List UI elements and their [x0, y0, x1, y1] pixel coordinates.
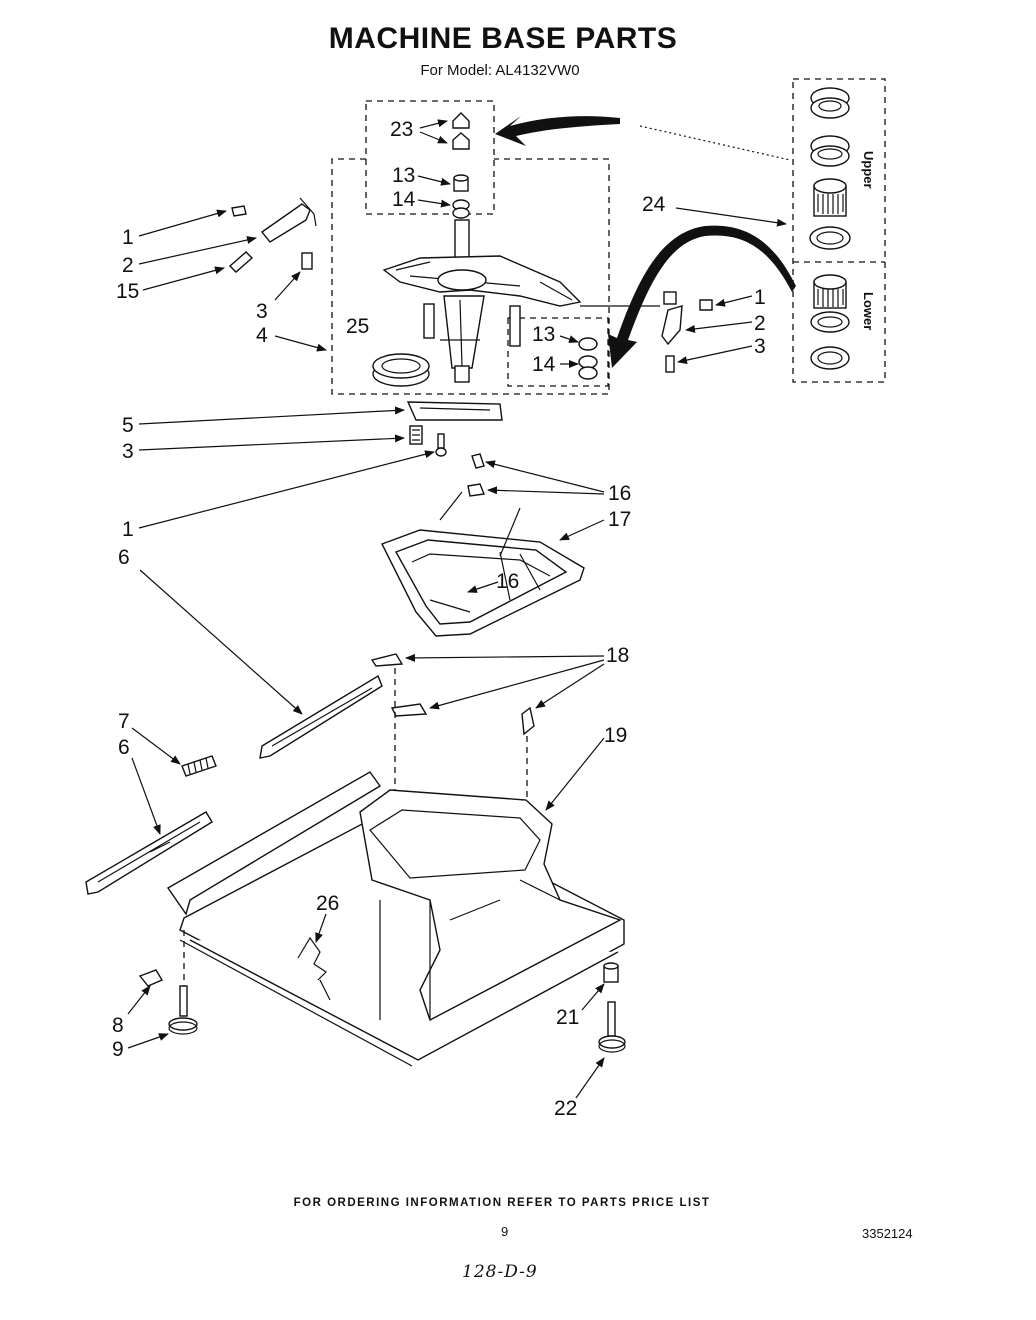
- callout-22: 22: [554, 1097, 577, 1120]
- seal-kit-box: [365, 100, 495, 215]
- callout-3-mid: 3: [122, 440, 134, 463]
- callout-21: 21: [556, 1006, 579, 1029]
- bearing-upper-label: Upper: [861, 151, 876, 189]
- suspension-frame-17: [381, 491, 585, 637]
- callout-18: 18: [606, 644, 629, 667]
- handwritten-annotation: 128-D-9: [462, 1262, 538, 1282]
- brackets-18: [370, 653, 535, 800]
- callout-2-right: 2: [754, 312, 766, 335]
- callout-14-lower: 14: [532, 353, 556, 376]
- callout-8: 8: [112, 1014, 124, 1037]
- model-subtitle: For Model: AL4132VW0: [420, 62, 580, 79]
- seal-ring-25: [372, 353, 430, 387]
- callout-6-upper: 6: [118, 546, 130, 569]
- callout-13-lower: 13: [532, 323, 555, 346]
- bearing-kit-leader: [639, 125, 791, 161]
- callout-7: 7: [118, 710, 130, 733]
- rails-6: [85, 674, 383, 895]
- callout-26: 26: [316, 892, 339, 915]
- callout-16-upper: 16: [608, 482, 631, 505]
- callout-17: 17: [608, 508, 631, 531]
- seal-parts: [452, 112, 470, 219]
- callout-19: 19: [604, 724, 627, 747]
- curved-arrow-lower: [608, 225, 796, 368]
- curved-arrow-upper: [495, 116, 620, 146]
- inner-seal-box: [507, 317, 609, 387]
- callout-4: 4: [256, 324, 268, 347]
- support-bracket-5: [406, 401, 503, 457]
- leveling-feet: [138, 962, 626, 1053]
- callout-1-mid: 1: [122, 518, 134, 541]
- transmission-group-box: [331, 158, 610, 395]
- bearing-rings: [809, 87, 851, 370]
- callout-16-lower: 16: [496, 570, 519, 593]
- left-clip-hardware: [228, 197, 317, 273]
- callout-24: 24: [642, 193, 666, 216]
- callout-14-upper: 14: [392, 188, 416, 211]
- callout-2-left: 2: [122, 254, 134, 277]
- page-title: MACHINE BASE PARTS: [328, 22, 678, 55]
- transmission-assembly: [382, 219, 582, 383]
- right-clip-hardware: [580, 291, 713, 373]
- callout-25: 25: [346, 315, 369, 338]
- clip-26: [297, 936, 327, 981]
- inner-seals: [578, 337, 598, 380]
- callout-3-right: 3: [754, 335, 766, 358]
- callout-9: 9: [112, 1038, 124, 1061]
- bearing-lower-label: Lower: [861, 292, 876, 330]
- callout-1-right: 1: [754, 286, 766, 309]
- callout-leaders: [127, 119, 787, 1099]
- callout-15: 15: [116, 280, 139, 303]
- machine-base-19: [166, 771, 625, 1067]
- bearing-kit-box: [792, 78, 886, 383]
- ordering-info-note: FOR ORDERING INFORMATION REFER TO PARTS …: [293, 1197, 711, 1209]
- spring-7: [181, 755, 217, 777]
- page-number: 9: [501, 1224, 509, 1239]
- callout-3-upper: 3: [256, 300, 268, 323]
- callout-13-upper: 13: [392, 164, 415, 187]
- callout-5: 5: [122, 414, 134, 437]
- callout-23: 23: [390, 118, 413, 141]
- callout-6-lower: 6: [118, 736, 130, 759]
- callout-1-left: 1: [122, 226, 134, 249]
- document-number: 3352124: [862, 1226, 913, 1241]
